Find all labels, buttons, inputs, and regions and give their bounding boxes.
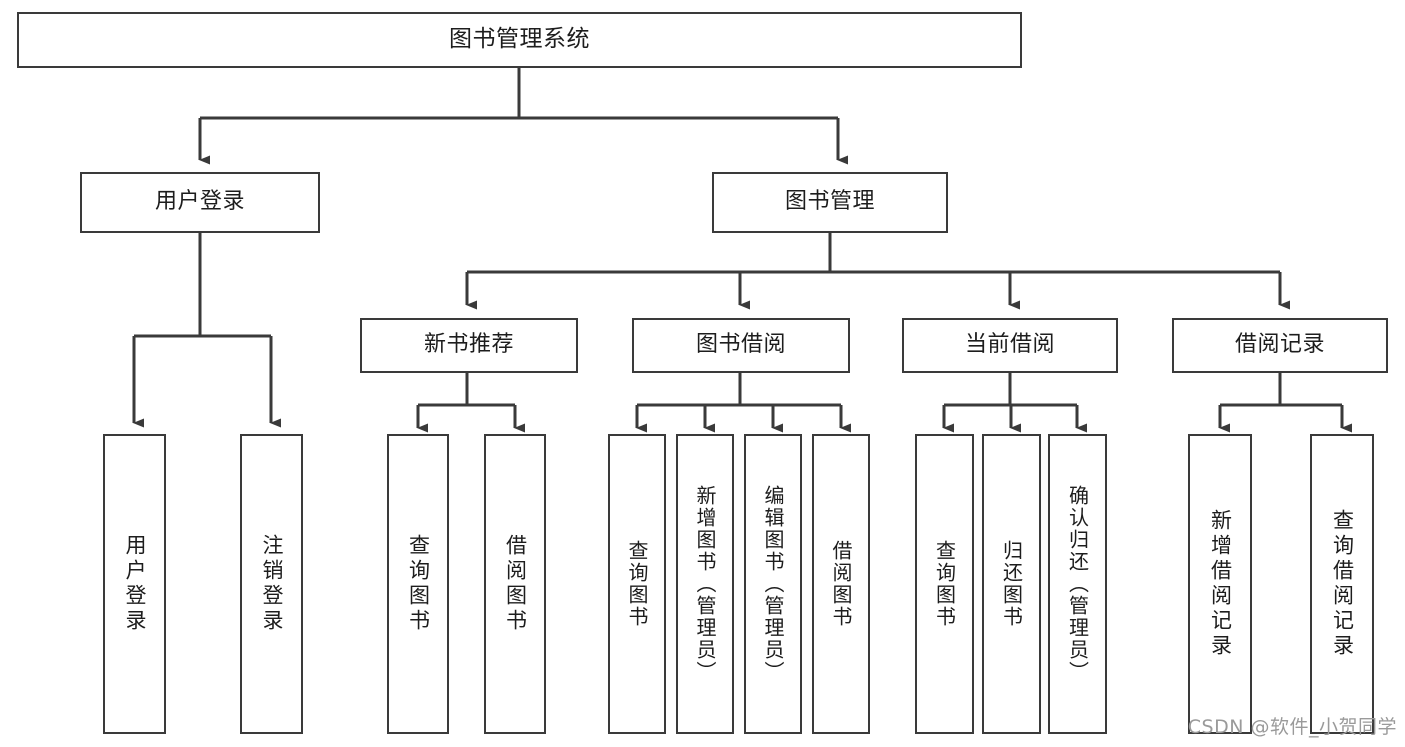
node-label: 查询图书 xyxy=(406,534,431,634)
leaf-query-borrow-record[interactable]: 查询借阅记录 xyxy=(1310,434,1374,734)
node-label: 图书管理 xyxy=(784,189,875,215)
node-borrow-record[interactable]: 借阅记录 xyxy=(1172,318,1388,373)
leaf-add-book-admin[interactable]: 新增图书（管理员） xyxy=(676,434,734,734)
node-label: 新书推荐 xyxy=(423,332,514,358)
leaf-query-book-recommend[interactable]: 查询图书 xyxy=(387,434,449,734)
node-new-book-recommend[interactable]: 新书推荐 xyxy=(360,318,578,373)
node-label: 查询借阅记录 xyxy=(1330,509,1355,659)
node-label: 编辑图书（管理员） xyxy=(761,485,785,683)
leaf-query-book-borrow[interactable]: 查询图书 xyxy=(608,434,666,734)
node-label: 图书借阅 xyxy=(695,332,786,358)
node-label: 用户登录 xyxy=(154,189,245,215)
node-root-system[interactable]: 图书管理系统 xyxy=(17,12,1022,68)
node-label: 借阅图书 xyxy=(503,534,528,634)
leaf-confirm-return-admin[interactable]: 确认归还（管理员） xyxy=(1048,434,1107,734)
node-label: 借阅记录 xyxy=(1234,332,1325,358)
node-label: 确认归还（管理员） xyxy=(1065,485,1090,683)
node-user-login[interactable]: 用户登录 xyxy=(80,172,320,233)
node-label: 注销登录 xyxy=(260,534,284,634)
node-label: 图书管理系统 xyxy=(449,26,590,53)
node-label: 查询图书 xyxy=(932,540,957,628)
node-book-borrow[interactable]: 图书借阅 xyxy=(632,318,850,373)
leaf-add-borrow-record[interactable]: 新增借阅记录 xyxy=(1188,434,1252,734)
node-label: 查询图书 xyxy=(625,540,649,628)
node-label: 用户登录 xyxy=(123,534,147,634)
watermark-text: CSDN @软件_小贺同学 xyxy=(1187,716,1397,738)
node-label: 新增图书（管理员） xyxy=(693,485,717,683)
node-label: 新增借阅记录 xyxy=(1208,509,1233,659)
leaf-borrow-book[interactable]: 借阅图书 xyxy=(812,434,870,734)
node-label: 归还图书 xyxy=(999,540,1024,628)
node-current-borrow[interactable]: 当前借阅 xyxy=(902,318,1118,373)
node-label: 当前借阅 xyxy=(964,332,1055,358)
leaf-borrow-book-recommend[interactable]: 借阅图书 xyxy=(484,434,546,734)
node-book-management[interactable]: 图书管理 xyxy=(712,172,948,233)
node-label: 借阅图书 xyxy=(829,540,853,628)
leaf-logout-login[interactable]: 注销登录 xyxy=(240,434,303,734)
leaf-user-login[interactable]: 用户登录 xyxy=(103,434,166,734)
leaf-return-book[interactable]: 归还图书 xyxy=(982,434,1041,734)
leaf-edit-book-admin[interactable]: 编辑图书（管理员） xyxy=(744,434,802,734)
leaf-query-book-current[interactable]: 查询图书 xyxy=(915,434,974,734)
